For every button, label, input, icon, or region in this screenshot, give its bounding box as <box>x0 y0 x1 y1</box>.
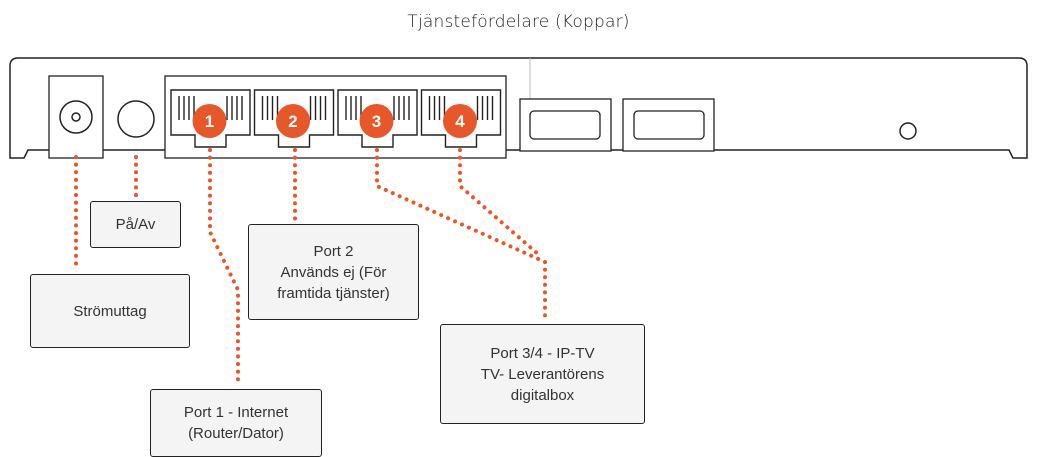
port-number-badge <box>443 104 477 138</box>
port-number-badge <box>192 104 227 138</box>
diagram-title: Tjänstefördelare (Koppar) <box>407 12 630 32</box>
leader-port-4 <box>458 148 540 256</box>
port-number-label: 1 <box>205 112 214 131</box>
slot-1-inner <box>529 110 601 140</box>
leader-port-1 <box>208 148 240 387</box>
power-socket-inner <box>71 112 81 122</box>
reset-hole <box>899 122 917 140</box>
device-body <box>9 57 1028 159</box>
port-number-badge <box>359 104 394 138</box>
label-port-1: Port 1 - Internet (Router/Dator) <box>150 389 322 457</box>
label-port-3-4: Port 3/4 - IP-TV TV- Leverantörens digit… <box>440 324 645 424</box>
label-power-switch: På/Av <box>90 201 181 248</box>
power-switch-button <box>117 100 155 138</box>
ethernet-port-2[interactable]: 2 <box>253 89 335 148</box>
leader-port-3 <box>375 148 547 322</box>
port-number-badge <box>276 104 310 138</box>
label-port-2: Port 2 Används ej (För framtida tjänster… <box>248 224 419 320</box>
ethernet-ports: 1 2 3 4 <box>170 89 502 148</box>
leader-lines <box>74 148 547 387</box>
slot-2-inner <box>633 110 705 140</box>
ethernet-port-3[interactable]: 3 <box>337 89 418 148</box>
port-number-label: 3 <box>372 112 381 131</box>
ethernet-port-1[interactable]: 1 <box>170 89 251 148</box>
label-power-socket: Strömuttag <box>30 274 190 348</box>
port-number-label: 2 <box>288 112 297 131</box>
ethernet-port-4[interactable]: 4 <box>420 89 502 148</box>
port-number-label: 4 <box>455 112 465 131</box>
